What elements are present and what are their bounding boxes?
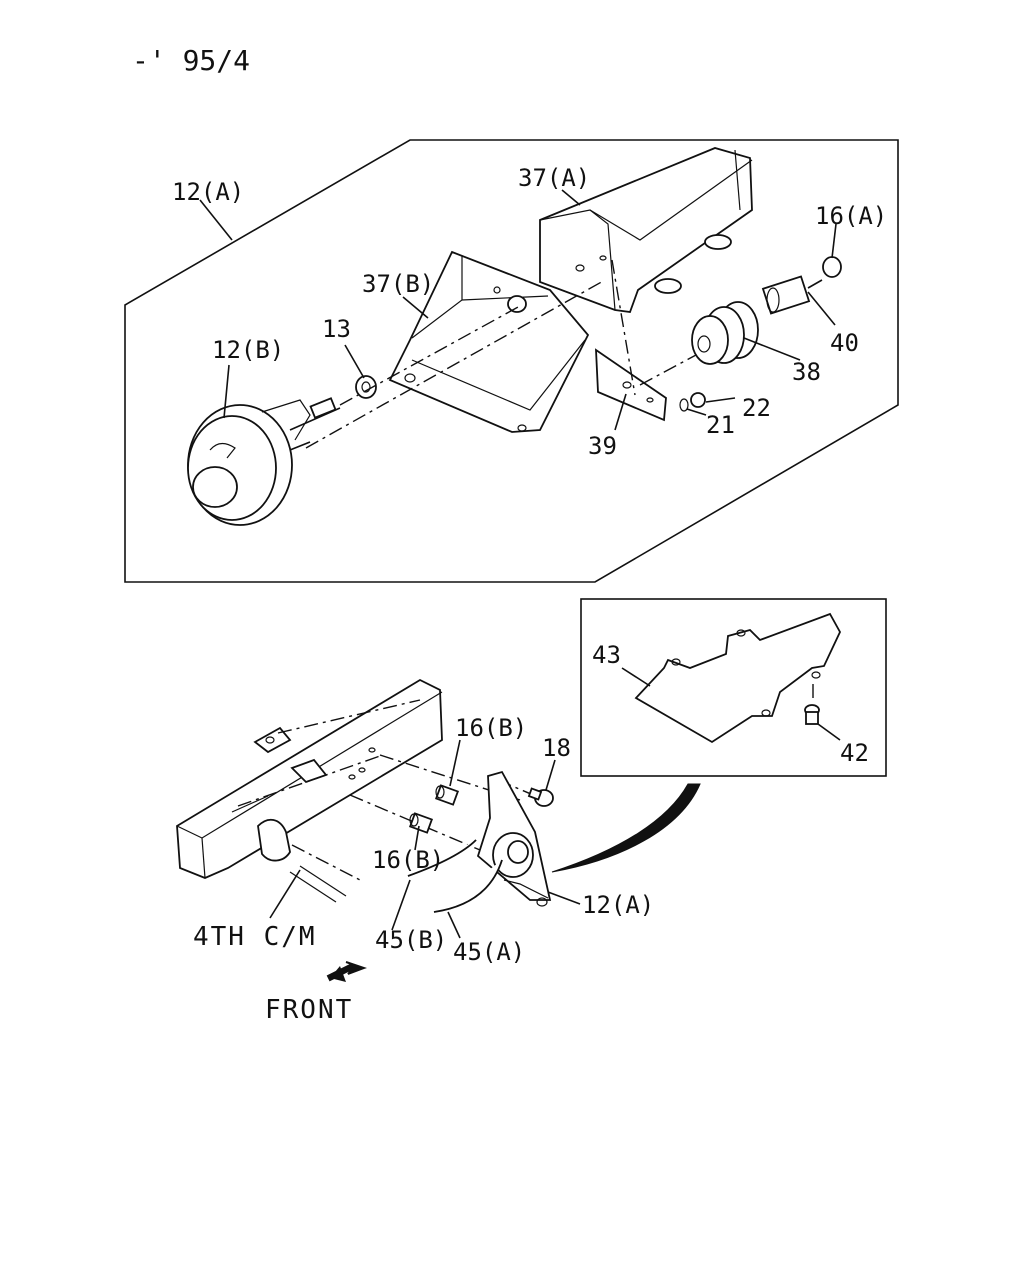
nut-22 [690, 392, 706, 408]
bushing-38 [691, 301, 759, 365]
label-12a: 12(A) [172, 178, 244, 206]
label-12b: 12(B) [212, 336, 284, 364]
crossmember-4th [176, 678, 443, 903]
plate-39 [595, 348, 667, 422]
label-45a: 45(A) [453, 938, 525, 966]
label-13: 13 [322, 315, 351, 343]
inset-frame [580, 598, 887, 777]
bracket-37b [388, 250, 590, 433]
fitting-16b-top [434, 784, 460, 806]
lower-assembly-view: 16(B) 18 16(B) 12(A) 45(B) 45(A) 4TH C/M… [176, 678, 654, 1025]
label-22: 22 [742, 394, 771, 422]
upper-view-frame [124, 139, 899, 583]
label-crossmember: 4TH C/M [193, 922, 317, 952]
bolt-42 [804, 704, 820, 725]
label-front: FRONT [265, 995, 353, 1025]
label-38: 38 [792, 358, 821, 386]
label-16a: 16(A) [815, 202, 887, 230]
label-40: 40 [830, 329, 859, 357]
actuator-12b [187, 397, 341, 526]
washer-21 [679, 398, 689, 412]
nut-16a [822, 256, 842, 278]
label-37a: 37(A) [518, 164, 590, 192]
label-37b: 37(B) [362, 270, 434, 298]
inset-view: 43 42 [580, 598, 887, 777]
upper-detail-view: 12(A) 37(A) 16(A) 37(B) 13 12(B) 40 38 2… [124, 139, 899, 583]
bracket-37a [539, 147, 753, 313]
label-39: 39 [588, 432, 617, 460]
fitting-16b-bottom [408, 812, 434, 834]
label-16b-bottom: 16(B) [372, 846, 444, 874]
label-16b-top: 16(B) [455, 714, 527, 742]
heat-shield-43 [634, 612, 842, 744]
label-42: 42 [840, 739, 869, 767]
label-45b: 45(B) [375, 926, 447, 954]
bolt-18 [527, 787, 554, 807]
label-21: 21 [706, 411, 735, 439]
sleeve-40 [761, 275, 823, 315]
label-18: 18 [542, 734, 571, 762]
label-43: 43 [592, 641, 621, 669]
inset-callout-arrow [551, 783, 701, 873]
nut-13 [355, 375, 377, 399]
diagram-code: -' 95/4 [132, 44, 250, 77]
label-12a-lower: 12(A) [582, 891, 654, 919]
